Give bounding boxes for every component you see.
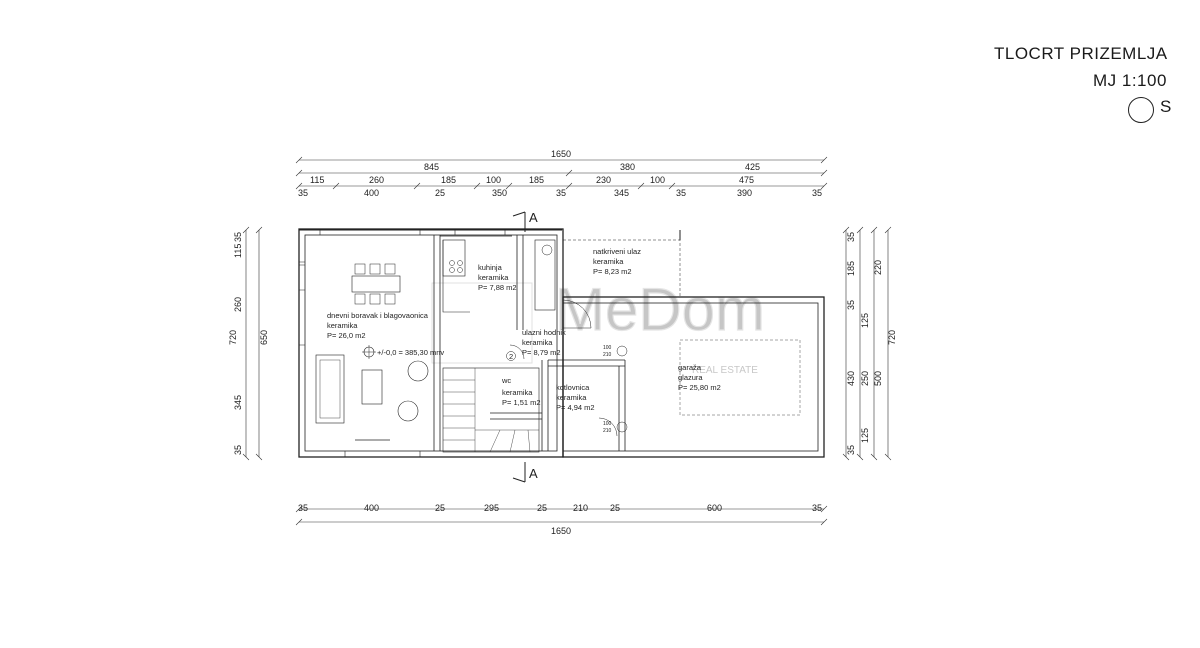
room-floor: keramika — [556, 393, 587, 402]
room-area: P= 8,79 m2 — [522, 348, 561, 357]
dim-top-r2: 185 — [441, 175, 456, 185]
room-area: P= 26,0 m2 — [327, 331, 366, 340]
dimension-lines — [242, 156, 892, 526]
room-floor: keramika — [522, 338, 553, 347]
room-name: wc — [501, 376, 511, 385]
level-mark: +/-0,0 = 385,30 mnv — [377, 348, 444, 357]
dim-bottom: 210 — [573, 503, 588, 513]
dim-bottom: 25 — [610, 503, 620, 513]
dim-top-r2: 475 — [739, 175, 754, 185]
drawing-scale: MJ 1:100 — [1093, 71, 1167, 90]
room-area: P= 1,51 m2 — [502, 398, 541, 407]
door-height: 210 — [603, 428, 612, 434]
dim-top-r1: 845 — [424, 162, 439, 172]
dim-top-r2: 230 — [596, 175, 611, 185]
section-marker-bottom: A — [529, 466, 538, 481]
door-tag: 100 210 — [603, 421, 612, 434]
watermark: MeDom REAL ESTATE — [431, 275, 766, 376]
dim-right: 125 — [860, 313, 870, 328]
dim-left-mid: 650 — [259, 330, 269, 345]
dim-top-r3: 350 — [492, 188, 507, 198]
dim-top-r3: 35 — [298, 188, 308, 198]
section-marker-top: A — [529, 210, 538, 225]
dim-top-r2: 260 — [369, 175, 384, 185]
dim-bottom: 400 — [364, 503, 379, 513]
room-name: dnevni boravak i blagovaonica — [327, 311, 429, 320]
dim-left: 35 — [233, 232, 243, 242]
room-area: P= 25,80 m2 — [678, 383, 721, 392]
dim-right: 35 — [846, 445, 856, 455]
dim-left: 345 — [233, 395, 243, 410]
dim-left: 115 — [233, 244, 243, 258]
dim-right: 35 — [846, 232, 856, 242]
walls — [298, 211, 825, 483]
door-width: 100 — [603, 345, 612, 351]
room-floor: keramika — [327, 321, 358, 330]
room-floor: keramika — [593, 257, 624, 266]
room-area: P= 8,23 m2 — [593, 267, 632, 276]
dim-top-r3: 25 — [435, 188, 445, 198]
dim-right-mid2: 500 — [873, 371, 883, 386]
dim-right: 185 — [846, 261, 856, 276]
dim-bottom: 600 — [707, 503, 722, 513]
dim-right: 430 — [846, 371, 856, 386]
room-area: P= 4,94 m2 — [556, 403, 595, 412]
room-living: dnevni boravak i blagovaonica keramika P… — [327, 311, 429, 340]
dim-top-r2: 115 — [310, 175, 324, 185]
dim-bottom-total: 1650 — [551, 526, 571, 536]
room-area: P= 7,88 m2 — [478, 283, 517, 292]
dim-top-r3: 35 — [676, 188, 686, 198]
dim-left-outer: 720 — [228, 330, 238, 345]
dim-top-r3: 390 — [737, 188, 752, 198]
dim-top-r2: 185 — [529, 175, 544, 185]
room-garage: garaža glazura P= 25,80 m2 — [678, 363, 721, 392]
dim-top-r3: 35 — [556, 188, 566, 198]
watermark-tagline: REAL ESTATE — [692, 365, 758, 376]
room-wc: wc keramika P= 1,51 m2 — [501, 376, 541, 407]
dim-left: 260 — [233, 297, 243, 312]
room-name: garaža — [678, 363, 702, 372]
room-covered-entrance: natkriveni ulaz keramika P= 8,23 m2 — [593, 247, 641, 276]
watermark-brand: MeDom — [555, 276, 765, 343]
dim-top-r3: 345 — [614, 188, 629, 198]
dim-bottom: 35 — [812, 503, 822, 513]
dim-right: 125 — [860, 428, 870, 443]
room-name: kuhinja — [478, 263, 503, 272]
room-hallway: ulazni hodnik keramika P= 8,79 m2 — [522, 328, 566, 357]
room-labels: dnevni boravak i blagovaonica keramika P… — [327, 247, 721, 434]
dim-top-r2: 100 — [486, 175, 501, 185]
dim-top-total: 1650 — [551, 149, 571, 159]
north-label: S — [1160, 97, 1172, 116]
dim-right-mid: 220 — [873, 260, 883, 275]
door-width: 100 — [603, 421, 612, 427]
dim-top-r2: 100 — [650, 175, 665, 185]
door-height: 210 — [603, 352, 612, 358]
dimension-labels: 1650 845 380 425 115 260 185 100 185 230… — [228, 149, 897, 536]
room-floor: keramika — [478, 273, 509, 282]
dim-top-r3: 35 — [812, 188, 822, 198]
room-floor: keramika — [502, 388, 533, 397]
door-tag: 100 210 — [603, 345, 612, 358]
room-floor: glazura — [678, 373, 703, 382]
room-boiler: kotlovnica keramika P= 4,94 m2 — [556, 383, 595, 412]
room-name: natkriveni ulaz — [593, 247, 641, 256]
dim-top-r1: 380 — [620, 162, 635, 172]
dim-bottom: 295 — [484, 503, 499, 513]
dim-right-outer: 720 — [887, 330, 897, 345]
dim-top-r3: 400 — [364, 188, 379, 198]
drawing-title: TLOCRT PRIZEMLJA — [994, 44, 1168, 63]
dim-left: 35 — [233, 445, 243, 455]
room-kitchen: kuhinja keramika P= 7,88 m2 — [478, 263, 517, 292]
dim-right: 35 — [846, 300, 856, 310]
dim-bottom: 35 — [298, 503, 308, 513]
dim-right-mid: 250 — [860, 371, 870, 386]
dim-bottom: 25 — [537, 503, 547, 513]
room-name: kotlovnica — [556, 383, 590, 392]
stair-number: 2 — [509, 352, 513, 361]
dim-bottom: 25 — [435, 503, 445, 513]
dim-top-r1: 425 — [745, 162, 760, 172]
north-arrow-icon — [1128, 97, 1154, 123]
room-name: ulazni hodnik — [522, 328, 566, 337]
